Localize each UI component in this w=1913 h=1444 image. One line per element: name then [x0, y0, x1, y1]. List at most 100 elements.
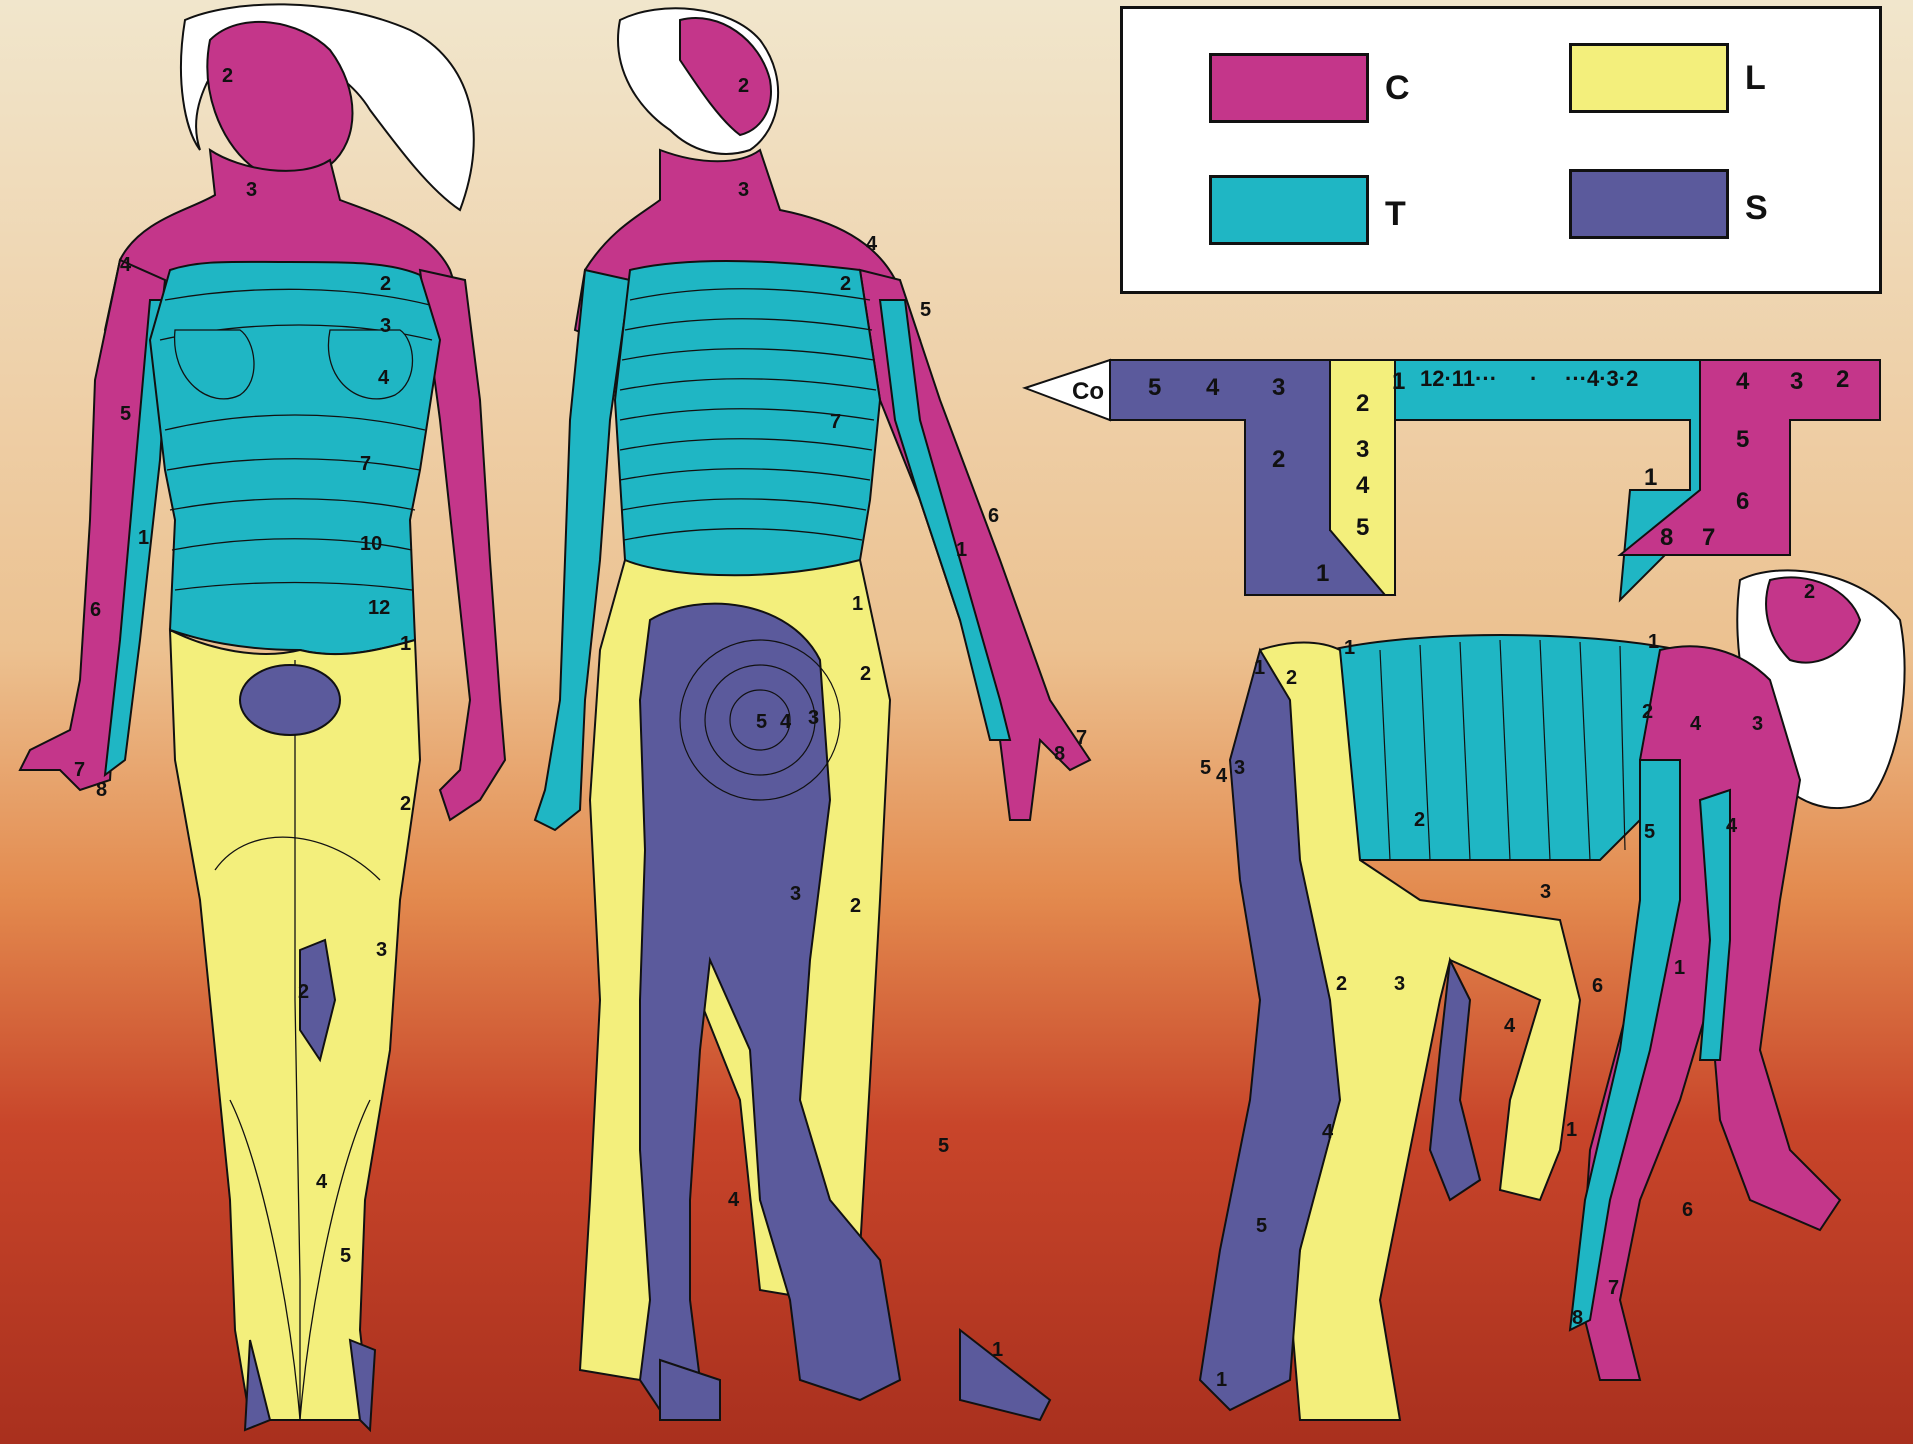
- front-label-thigh-l3: 3: [376, 940, 387, 960]
- spine-label-co: Co: [1072, 380, 1104, 404]
- back-label-sacral-s3: 3: [808, 708, 819, 728]
- side-label-inner-l4: 4: [1504, 1016, 1515, 1036]
- back-label-shoulder-c4: 4: [866, 234, 877, 254]
- spine-label-s4: 4: [1206, 376, 1219, 400]
- side-label-leg-l4: 4: [1322, 1122, 1333, 1142]
- back-label-upper-t2: 2: [840, 274, 851, 294]
- side-label-lumbar-l1b: 1: [1344, 638, 1355, 658]
- back-label-hand-c8: 8: [1054, 744, 1065, 764]
- spine-label-c7: 7: [1702, 526, 1715, 550]
- front-label-hip-l1: 1: [400, 634, 411, 654]
- front-label-head-c2: 2: [222, 66, 233, 86]
- side-label-neck-c4: 4: [1690, 714, 1701, 734]
- back-label-calf-l4: 4: [728, 1190, 739, 1210]
- key-label-c: C: [1385, 71, 1410, 105]
- front-label-waist-t12: 12: [368, 598, 390, 618]
- spine-label-c6: 6: [1736, 490, 1749, 514]
- front-label-neck-c3: 3: [246, 180, 257, 200]
- spine-label-l2: 2: [1356, 392, 1369, 416]
- back-label-lumbar-l1: 1: [852, 594, 863, 614]
- key-label-s: S: [1745, 191, 1768, 225]
- front-label-thigh-l2: 2: [400, 794, 411, 814]
- front-label-shin-l4: 4: [316, 1172, 327, 1192]
- side-label-leg-l3: 3: [1394, 974, 1405, 994]
- spine-label-s2: 2: [1272, 448, 1285, 472]
- key-swatch-l: [1569, 43, 1729, 113]
- front-label-chest-t3: 3: [380, 316, 391, 336]
- front-label-arm-c5: 5: [120, 404, 131, 424]
- spine-label-c3: 3: [1790, 370, 1803, 394]
- front-label-chest-t2: 2: [380, 274, 391, 294]
- back-label-arm-c5: 5: [920, 300, 931, 320]
- back-label-arm-c6: 6: [988, 506, 999, 526]
- front-label-hand-c7: 7: [74, 760, 85, 780]
- side-label-arm-c5: 5: [1644, 822, 1655, 842]
- front-torso: [150, 262, 440, 654]
- side-label-inner-l2: 2: [1414, 810, 1425, 830]
- side-label-sacral-s4: 4: [1216, 766, 1227, 786]
- spine-label-t4-3-2: ···4·3·2: [1565, 368, 1638, 390]
- spine-label-t12-11: 12·11···: [1420, 368, 1497, 390]
- spine-label-c2: 2: [1836, 368, 1849, 392]
- back-label-sacral-s4: 4: [780, 712, 791, 732]
- side-label-arm-c4: 4: [1726, 816, 1737, 836]
- side-label-sacral-s5: 5: [1200, 758, 1211, 778]
- back-label-thigh-s2: 2: [850, 896, 861, 916]
- back-label-thigh-s3: 3: [790, 884, 801, 904]
- front-label-arm-c6: 6: [90, 600, 101, 620]
- spine-label-c5: 5: [1736, 428, 1749, 452]
- side-label-sacral-s3: 3: [1234, 758, 1245, 778]
- key-label-l: L: [1745, 61, 1766, 95]
- key-swatch-s: [1569, 169, 1729, 239]
- front-label-nipple-t4: 4: [378, 368, 389, 388]
- side-label-lumbar-l1a: 1: [1254, 658, 1265, 678]
- back-label-neck-c3: 3: [738, 180, 749, 200]
- key-swatch-t: [1209, 175, 1369, 245]
- side-label-leg-s2: 2: [1336, 974, 1347, 994]
- side-label-hand-c8: 8: [1572, 1308, 1583, 1328]
- front-pubic-s: [240, 665, 340, 735]
- side-label-arm-t1: 1: [1674, 958, 1685, 978]
- spine-label-l3: 3: [1356, 438, 1369, 462]
- side-label-inner-l3: 3: [1540, 882, 1551, 902]
- spine-label-l1: 1: [1392, 370, 1405, 394]
- side-label-head-c2: 2: [1804, 582, 1815, 602]
- dermatome-key: C L T S: [1120, 6, 1882, 294]
- side-label-lumbar-l2: 2: [1286, 668, 1297, 688]
- spine-label-t-dots: ·: [1530, 368, 1537, 390]
- back-label-back-t7: 7: [830, 412, 841, 432]
- side-label-neck-t2: 2: [1642, 702, 1653, 722]
- front-label-arm-t1: 1: [138, 528, 149, 548]
- front-label-rib-t7: 7: [360, 454, 371, 474]
- back-label-calf-l5: 5: [938, 1136, 949, 1156]
- back-label-sacral-s5: 5: [756, 712, 767, 732]
- front-label-knee-l2: 2: [298, 982, 309, 1002]
- side-label-forearm-c6: 6: [1682, 1200, 1693, 1220]
- front-label-shin-l5: 5: [340, 1246, 351, 1266]
- side-label-arm-c6: 6: [1592, 976, 1603, 996]
- key-swatch-c: [1209, 53, 1369, 123]
- back-label-head-c2: 2: [738, 76, 749, 96]
- side-label-hand-c7: 7: [1608, 1278, 1619, 1298]
- front-label-navel-t10: 10: [360, 534, 382, 554]
- spine-label-t1: 1: [1644, 466, 1657, 490]
- back-label-hip-l2: 2: [860, 664, 871, 684]
- spine-label-s3: 3: [1272, 376, 1285, 400]
- back-label-hand-c7: 7: [1076, 728, 1087, 748]
- back-label-foot-s1: 1: [992, 1340, 1003, 1360]
- side-label-neck-t1: 1: [1648, 632, 1659, 652]
- spine-label-l5: 5: [1356, 516, 1369, 540]
- spine-label-c4: 4: [1736, 370, 1749, 394]
- key-label-t: T: [1385, 197, 1406, 231]
- side-label-forearm-t1: 1: [1566, 1120, 1577, 1140]
- front-label-hand-c8: 8: [96, 780, 107, 800]
- back-label-arm-t1: 1: [956, 540, 967, 560]
- spine-label-l4: 4: [1356, 474, 1369, 498]
- side-label-neck-c3: 3: [1752, 714, 1763, 734]
- spine-label-s5: 5: [1148, 376, 1161, 400]
- spine-label-s1: 1: [1316, 562, 1329, 586]
- side-label-foot-s1: 1: [1216, 1370, 1227, 1390]
- side-label-leg-l5: 5: [1256, 1216, 1267, 1236]
- spine-label-c8: 8: [1660, 526, 1673, 550]
